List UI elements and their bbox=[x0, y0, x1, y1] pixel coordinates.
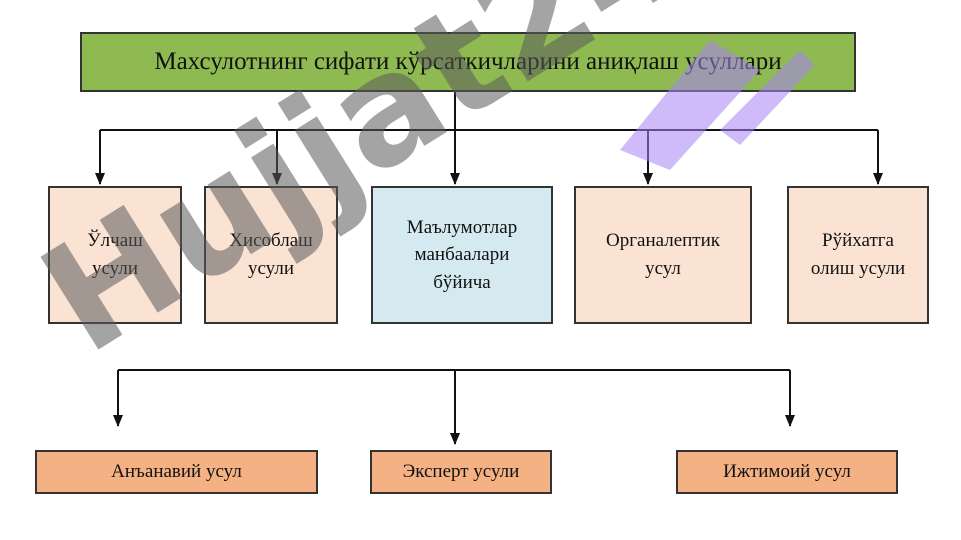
method-box-data-sources: Маълумотлар манбаалари бўйича bbox=[371, 186, 553, 324]
sub-box-expert: Эксперт усули bbox=[370, 450, 552, 494]
main-title-box: Махсулотнинг сифати кўрсаткичларини аниқ… bbox=[80, 32, 856, 92]
sub-method-label: Ижтимоий усул bbox=[723, 461, 851, 483]
method-box-calculation: Хисоблаш усули bbox=[204, 186, 338, 324]
main-title: Махсулотнинг сифати кўрсаткичларини аниқ… bbox=[154, 47, 782, 75]
method-label: Органалептик усул bbox=[606, 230, 720, 279]
sub-box-social: Ижтимоий усул bbox=[676, 450, 898, 494]
method-box-measurement: Ўлчаш усули bbox=[48, 186, 182, 324]
method-label: Ўлчаш усули bbox=[87, 230, 143, 279]
method-label: Маълумотлар манбаалари бўйича bbox=[406, 216, 518, 293]
method-label: Рўйхатга олиш усули bbox=[810, 230, 906, 279]
sub-method-label: Анъанавий усул bbox=[111, 461, 242, 483]
method-label: Хисоблаш усули bbox=[229, 230, 313, 279]
sub-box-traditional: Анъанавий усул bbox=[35, 450, 318, 494]
sub-method-label: Эксперт усули bbox=[402, 461, 520, 483]
method-box-organoleptic: Органалептик усул bbox=[574, 186, 752, 324]
method-box-registration: Рўйхатга олиш усули bbox=[787, 186, 929, 324]
